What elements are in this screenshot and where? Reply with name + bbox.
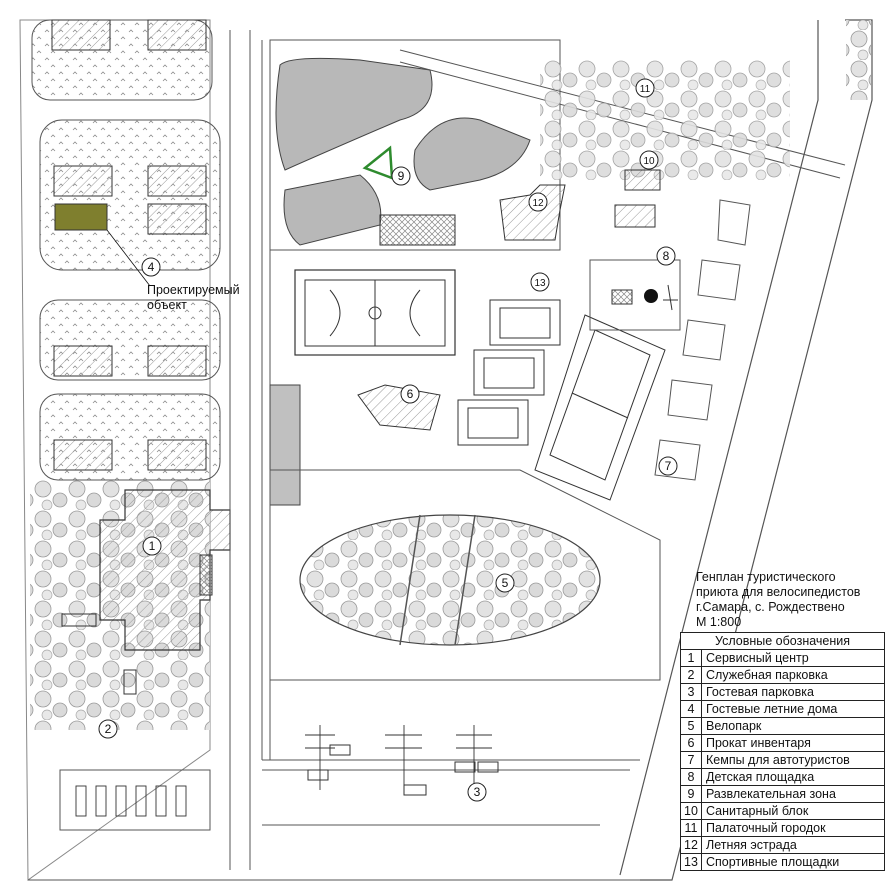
legend-label: Кемпы для автотуристов [706, 753, 850, 767]
legend-row-10: 10 Санитарный блок [681, 803, 884, 820]
marker-number: 13 [534, 278, 546, 289]
triangle-stage [362, 145, 394, 180]
marker-number: 8 [663, 249, 670, 263]
marker-12: 12 [528, 192, 548, 212]
legend-row-13: 13 Спортивные площадки [681, 854, 884, 870]
legend-row-5: 5 Велопарк [681, 718, 884, 735]
marker-6: 6 [400, 384, 420, 404]
plan-title: Генплан туристического приюта для велоси… [696, 570, 891, 630]
legend-number: 9 [681, 786, 702, 802]
legend-table: Условные обозначения 1 Сервисный центр 2 Сл… [680, 632, 885, 871]
tennis-court [534, 314, 666, 501]
legend-row-12: 12 Летняя эстрада [681, 837, 884, 854]
legend-label: Велопарк [706, 719, 762, 733]
marker-number: 3 [474, 785, 481, 799]
legend-number: 11 [681, 820, 702, 836]
legend-row-6: 6 Прокат инвентаря [681, 735, 884, 752]
legend-label: Прокат инвентаря [706, 736, 811, 750]
pond-bottom [283, 174, 382, 246]
legend-row-9: 9 Развлекательная зона [681, 786, 884, 803]
marker-11: 11 [635, 78, 655, 98]
legend-label: Служебная парковка [706, 668, 828, 682]
legend-row-8: 8 Детская площадка [681, 769, 884, 786]
marker-8: 8 [656, 246, 676, 266]
marker-number: 1 [149, 539, 156, 553]
marker-number: 2 [105, 722, 112, 736]
marker-10: 10 [639, 150, 659, 170]
designed-object-label-line-2: объект [147, 298, 187, 312]
legend-row-1: 1 Сервисный центр [681, 650, 884, 667]
campers [654, 199, 751, 481]
guest-parking [262, 725, 640, 826]
service-center [99, 489, 231, 651]
legend-label: Гостевые летние дома [706, 702, 838, 716]
legend-row-3: 3 Гостевая парковка [681, 684, 884, 701]
legend-number: 6 [681, 735, 702, 751]
marker-number: 12 [532, 198, 544, 209]
legend-row-2: 2 Служебная парковка [681, 667, 884, 684]
legend-number: 4 [681, 701, 702, 717]
marker-3: 3 [467, 782, 487, 802]
legend-number: 7 [681, 752, 702, 768]
summer-stage [499, 184, 566, 241]
legend-number: 12 [681, 837, 702, 853]
legend-number: 2 [681, 667, 702, 683]
legend-number: 8 [681, 769, 702, 785]
rental-building [357, 384, 441, 431]
legend-header: Условные обозначения [681, 633, 884, 650]
bike-park [269, 384, 661, 681]
title-line-2: приюта для велосипедистов [696, 585, 861, 599]
marker-4: 4 [141, 257, 161, 277]
pond-right [413, 117, 531, 191]
sport-courts [457, 299, 561, 446]
pond-left [275, 57, 433, 171]
legend-number: 1 [681, 650, 702, 666]
legend-label: Палаточный городок [706, 821, 826, 835]
legend-label: Гостевая парковка [706, 685, 814, 699]
entertainment-zone [269, 39, 561, 251]
legend-number: 10 [681, 803, 702, 819]
legend-label: Спортивные площадки [706, 855, 840, 869]
legend-label: Детская площадка [706, 770, 815, 784]
marker-number: 5 [502, 576, 509, 590]
marker-number: 7 [665, 459, 672, 473]
title-line-1: Генплан туристического [696, 570, 836, 584]
legend-label: Санитарный блок [706, 804, 809, 818]
marker-number: 11 [640, 84, 651, 95]
marker-2: 2 [98, 719, 118, 739]
marker-5: 5 [495, 573, 515, 593]
legend-row-7: 7 Кемпы для автотуристов [681, 752, 884, 769]
legend-row-4: 4 Гостевые летние дома [681, 701, 884, 718]
guest-houses-area [31, 19, 221, 481]
designed-object-label: Проектируемый объект [147, 283, 240, 313]
marker-number: 9 [398, 169, 405, 183]
legend-number: 13 [681, 854, 702, 870]
legend-label: Сервисный центр [706, 651, 809, 665]
marker-9: 9 [391, 166, 411, 186]
legend-label: Летняя эстрада [706, 838, 797, 852]
title-line-3: г.Самара, с. Рождествено [696, 600, 845, 614]
legend-label: Развлекательная зона [706, 787, 836, 801]
marker-number: 4 [148, 260, 155, 274]
marker-number: 6 [407, 387, 414, 401]
legend-number: 5 [681, 718, 702, 734]
marker-number: 10 [643, 156, 655, 167]
designed-object-label-line-1: Проектируемый [147, 283, 240, 297]
title-line-4: М 1:800 [696, 615, 742, 629]
legend-number: 3 [681, 684, 702, 700]
basketball-court [294, 269, 456, 356]
children-playground [589, 259, 681, 331]
marker-1: 1 [142, 536, 162, 556]
designed-object [54, 203, 108, 231]
marker-7: 7 [658, 456, 678, 476]
marker-13: 13 [530, 272, 550, 292]
legend-row-11: 11 Палаточный городок [681, 820, 884, 837]
